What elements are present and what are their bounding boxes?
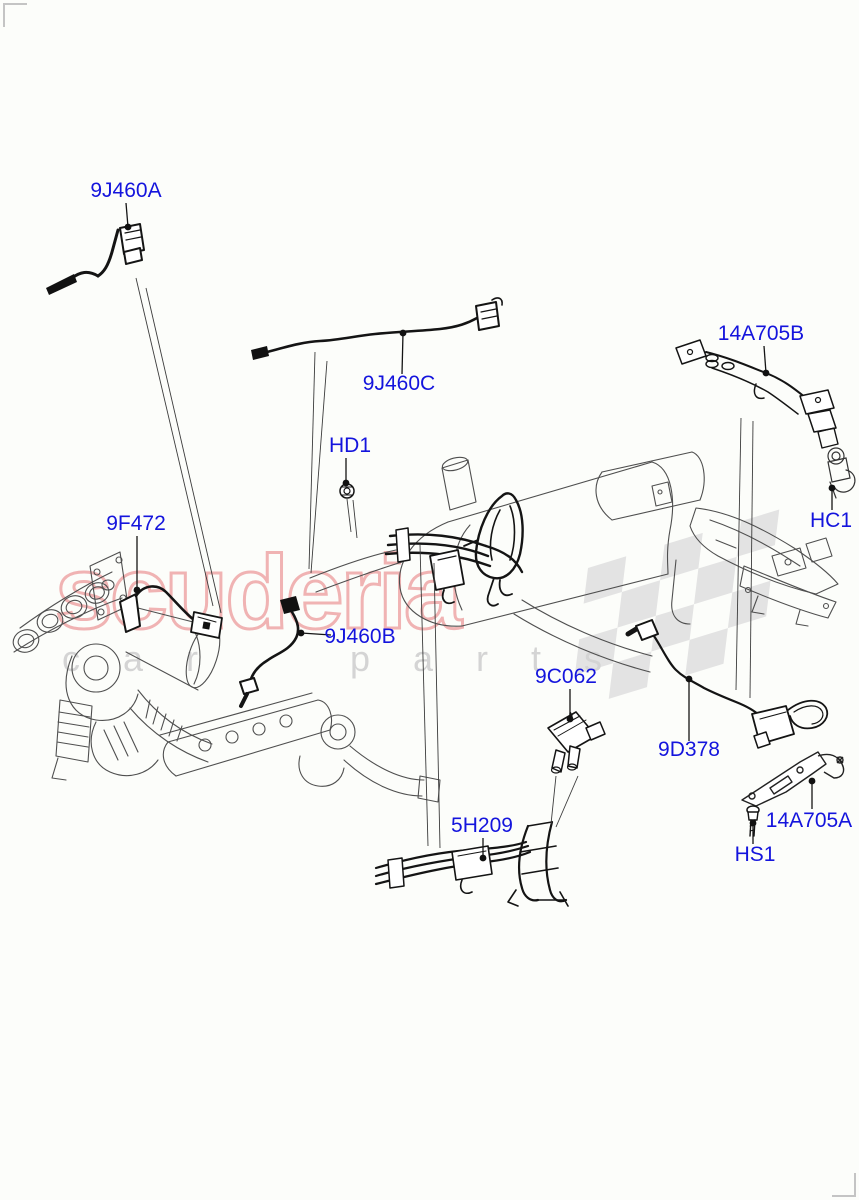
bracket-14A705B-drawing (675, 339, 839, 449)
checker-cell (574, 627, 618, 675)
sensor-9D378-drawing (625, 619, 829, 749)
callout-line-9J460C (401, 332, 404, 375)
valve-9C062-drawing (547, 711, 606, 774)
sensor-HC1-drawing (827, 447, 856, 499)
callout-dot-9C062 (566, 715, 574, 723)
part-label-9J460A[interactable]: 9J460A (90, 179, 161, 202)
part-label-9F472[interactable]: 9F472 (106, 512, 166, 535)
callout-dot-9F472 (133, 586, 141, 594)
part-label-9J460B[interactable]: 9J460B (324, 625, 395, 648)
tube-assembly-5H209-drawing (374, 820, 569, 907)
watermark-tagline-text: car parts (62, 638, 645, 679)
checker-cell (617, 580, 661, 628)
callout-line-9J460A (125, 202, 129, 228)
callout-dot-HC1 (828, 484, 836, 492)
checkered-flag-watermark (574, 509, 780, 699)
callout-dot-9D378 (685, 675, 693, 683)
callout-dot-9J460C (399, 329, 407, 337)
callout-dot-9J460B (297, 629, 305, 637)
part-label-5H209[interactable]: 5H209 (451, 814, 513, 837)
callout-dot-HS1 (749, 819, 757, 827)
sensor-9J460A-drawing (46, 223, 145, 295)
part-label-9C062[interactable]: 9C062 (535, 665, 597, 688)
leader-lines (135, 277, 754, 849)
checker-cell (694, 556, 737, 605)
checker-cell (660, 532, 703, 581)
engine-assembly-drawing (12, 551, 441, 803)
part-label-HC1[interactable]: HC1 (810, 509, 852, 532)
checker-cell (583, 556, 627, 604)
callout-dot-14A705B (762, 369, 770, 377)
muffler-assembly-drawing (309, 451, 839, 673)
screw-HS1-drawing (746, 805, 760, 837)
crop-marks (3, 3, 856, 1197)
part-label-9D378[interactable]: 9D378 (658, 738, 720, 761)
callout-line-9J460B (300, 632, 332, 636)
sensor-9F472-drawing (119, 585, 223, 639)
watermark: scuderia car parts (54, 509, 780, 699)
callout-dot-14A705A (808, 777, 816, 785)
callout-dot-5H209 (479, 854, 487, 862)
part-label-HD1[interactable]: HD1 (329, 434, 371, 457)
callout-dot-HD1 (342, 479, 350, 487)
hanger-bracket-drawing (463, 492, 524, 607)
part-label-9J460C[interactable]: 9J460C (363, 372, 435, 395)
sensor-9J460C-drawing (251, 297, 503, 360)
callout-dot-9J460A (124, 223, 132, 231)
part-label-14A705A[interactable]: 14A705A (766, 809, 852, 832)
checker-cell (727, 580, 771, 629)
bracket-14A705A-drawing (741, 751, 845, 807)
callout-line-14A705B (763, 345, 767, 374)
sensor-9J460B-drawing (239, 596, 300, 708)
checker-cell (651, 604, 695, 652)
part-label-14A705B[interactable]: 14A705B (718, 322, 804, 345)
checker-cell (685, 628, 728, 676)
part-label-HS1[interactable]: HS1 (735, 843, 776, 866)
checker-cell (736, 509, 780, 557)
